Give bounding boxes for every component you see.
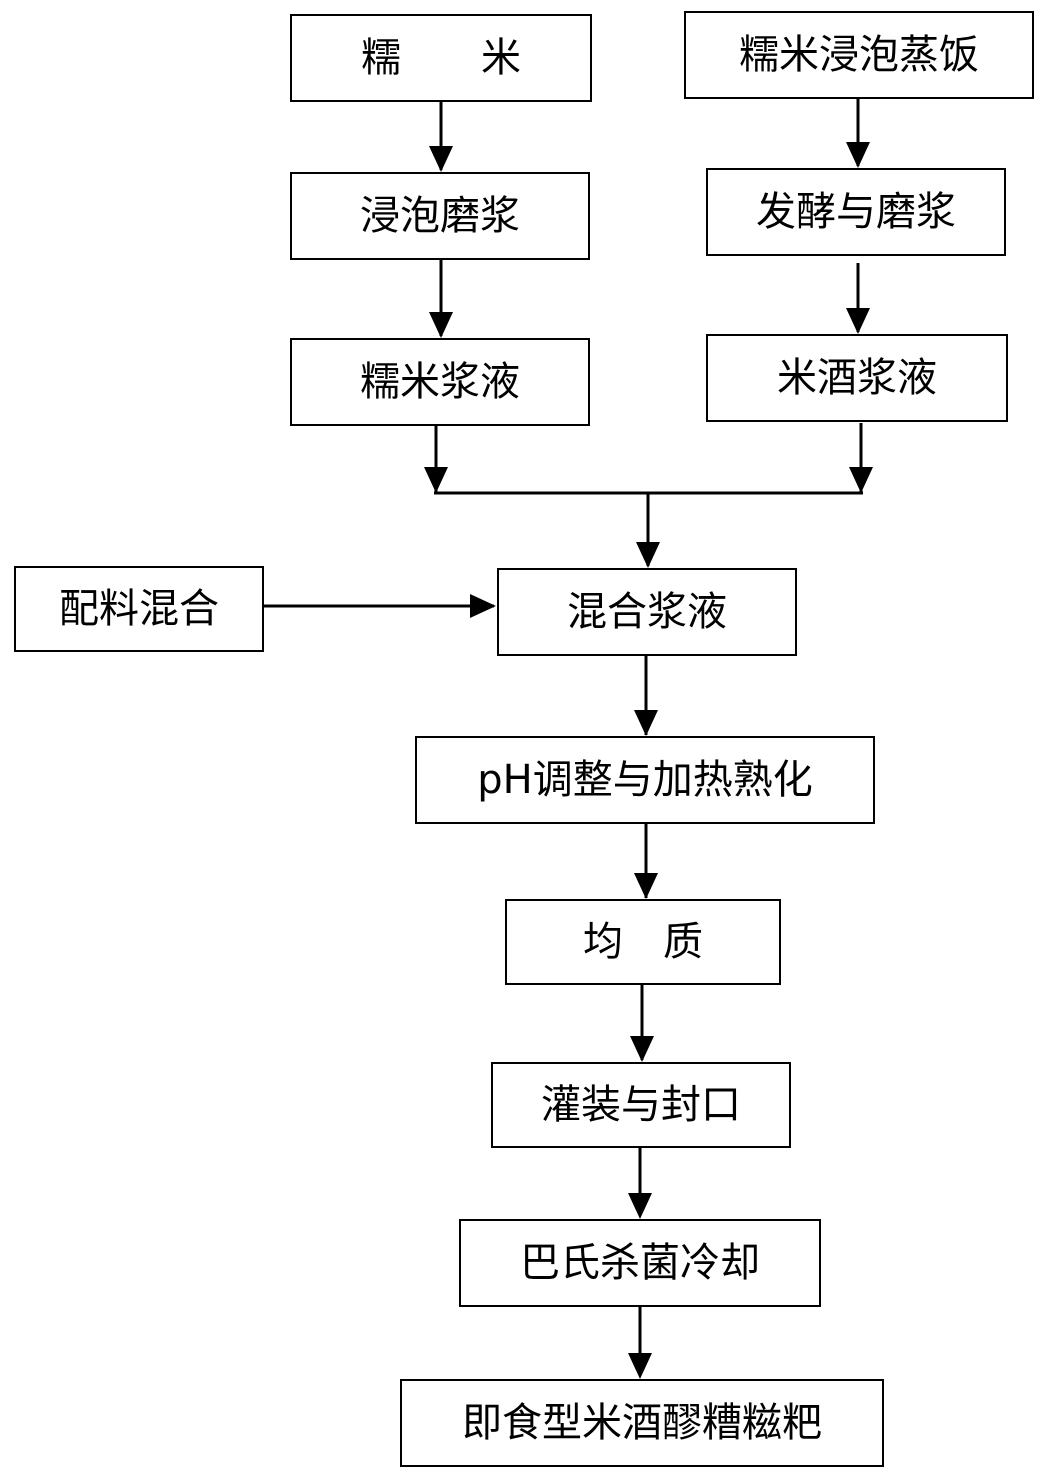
arrowhead-soak-to-slurry bbox=[429, 312, 453, 338]
node-glutinous-rice-slurry: 糯米浆液 bbox=[290, 338, 590, 426]
node-glutinous-rice: 糯 米 bbox=[290, 14, 592, 102]
node-ferment-grind: 发酵与磨浆 bbox=[706, 168, 1006, 256]
node-mixed-slurry: 混合浆液 bbox=[497, 568, 797, 656]
node-ingredient-mixing: 配料混合 bbox=[14, 566, 264, 652]
node-soak-grind: 浸泡磨浆 bbox=[290, 172, 590, 260]
arrowhead-steam-to-ferment bbox=[846, 142, 870, 168]
arrowhead-ferment-to-wine bbox=[846, 308, 870, 334]
arrowhead-ph-to-homogenize bbox=[634, 873, 658, 899]
arrowhead-homogenize-to-fill bbox=[630, 1036, 654, 1062]
arrowhead-mixed-to-ph bbox=[634, 710, 658, 736]
arrowhead-slurry-down bbox=[424, 467, 448, 493]
node-fill-seal: 灌装与封口 bbox=[491, 1062, 791, 1148]
node-final-product: 即食型米酒醪糟糍粑 bbox=[400, 1379, 884, 1467]
arrowhead-merge-to-mixed bbox=[636, 542, 660, 568]
node-soak-steam-rice: 糯米浸泡蒸饭 bbox=[684, 11, 1034, 99]
node-ph-adjust-cook: pH调整与加热熟化 bbox=[415, 736, 875, 824]
arrowhead-pasteurize-to-product bbox=[628, 1353, 652, 1379]
arrowhead-wine-down bbox=[849, 467, 873, 493]
node-rice-wine-slurry: 米酒浆液 bbox=[706, 334, 1008, 422]
arrowhead-rice-to-soak bbox=[429, 146, 453, 172]
arrowhead-ingredients-to-mixed bbox=[470, 594, 496, 618]
node-pasteurize-cool: 巴氏杀菌冷却 bbox=[459, 1219, 821, 1307]
node-homogenize: 均 质 bbox=[505, 899, 781, 985]
arrowhead-fill-to-pasteurize bbox=[628, 1193, 652, 1219]
